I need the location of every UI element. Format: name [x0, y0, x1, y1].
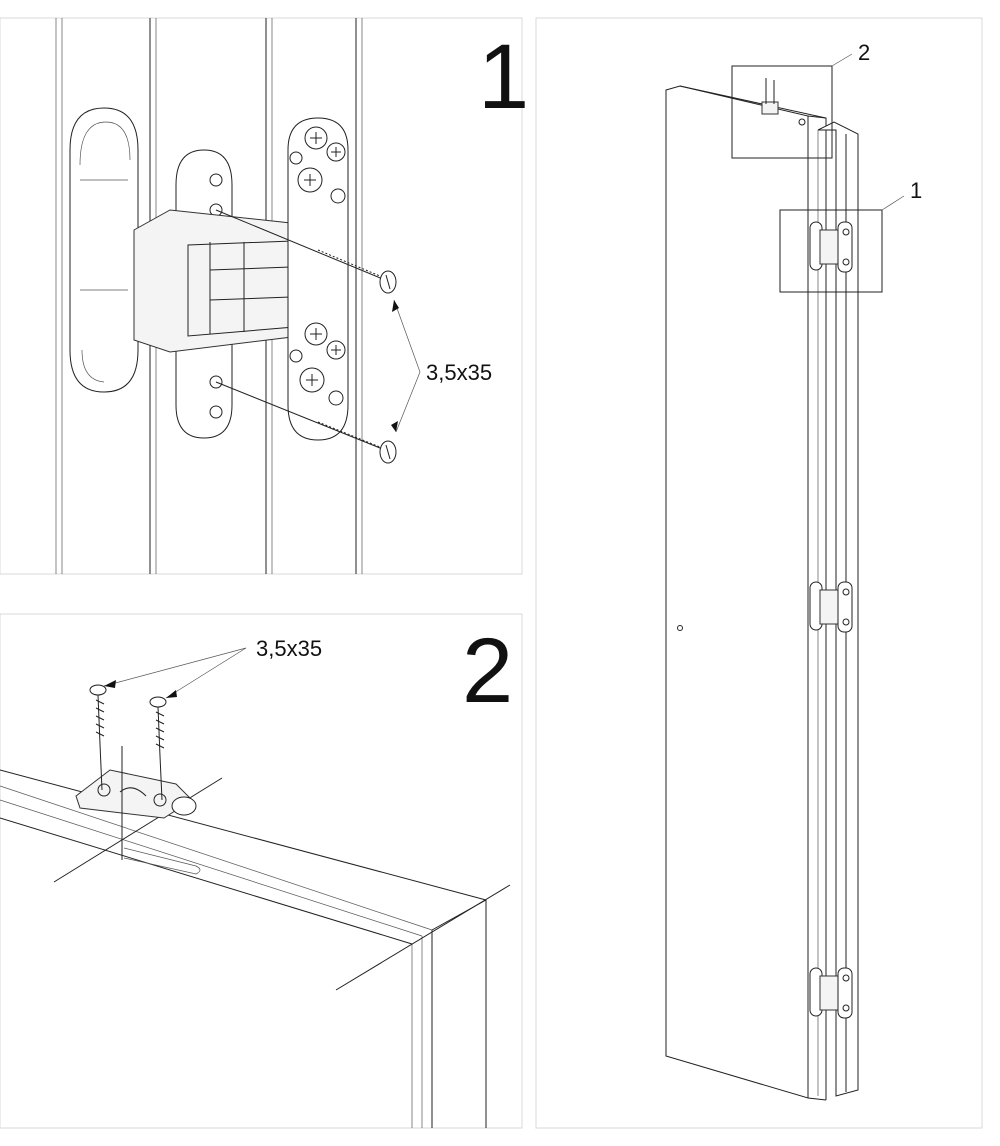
screw-size-label: 3,5x35 — [426, 360, 492, 385]
step-number-2: 2 — [462, 620, 513, 722]
overview-hinge-bottom — [809, 967, 853, 1019]
callout-number-1: 1 — [910, 178, 922, 203]
top-bracket — [75, 746, 197, 860]
panel-1-leader — [391, 299, 421, 433]
callout-box-2 — [731, 65, 833, 159]
overview-hinge-middle — [809, 581, 853, 633]
panel-2-screws — [89, 684, 167, 801]
callout-leader-1 — [881, 195, 905, 211]
panel-1-hinge-detail: 3,5x35 1 — [0, 17, 529, 575]
adjustment-screw-heads — [289, 126, 346, 406]
screw-size-label: 3,5x35 — [256, 636, 322, 661]
panel-2-bracket-detail: 3,5x35 2 — [0, 613, 523, 1129]
callout-leader-2 — [831, 53, 853, 67]
callout-box-1 — [779, 209, 883, 293]
panel-2-leader — [103, 647, 247, 699]
hinge-right-leaf — [287, 117, 349, 441]
overview-frame — [535, 17, 983, 1129]
overview-top-bracket — [761, 78, 806, 126]
hinge-pocket — [69, 107, 139, 393]
overview-door-panel: 2 1 — [535, 17, 983, 1129]
step-number-1: 1 — [478, 26, 529, 128]
overview-hinge-top — [809, 221, 853, 273]
door-knob-hole — [677, 625, 683, 631]
callout-number-2: 2 — [858, 40, 870, 65]
door-top-edge — [0, 769, 511, 1128]
door-leaf — [665, 85, 827, 1101]
panel-2-frame — [0, 613, 523, 1129]
panel-1-frame — [0, 17, 523, 575]
panel-1-screws — [215, 209, 397, 464]
